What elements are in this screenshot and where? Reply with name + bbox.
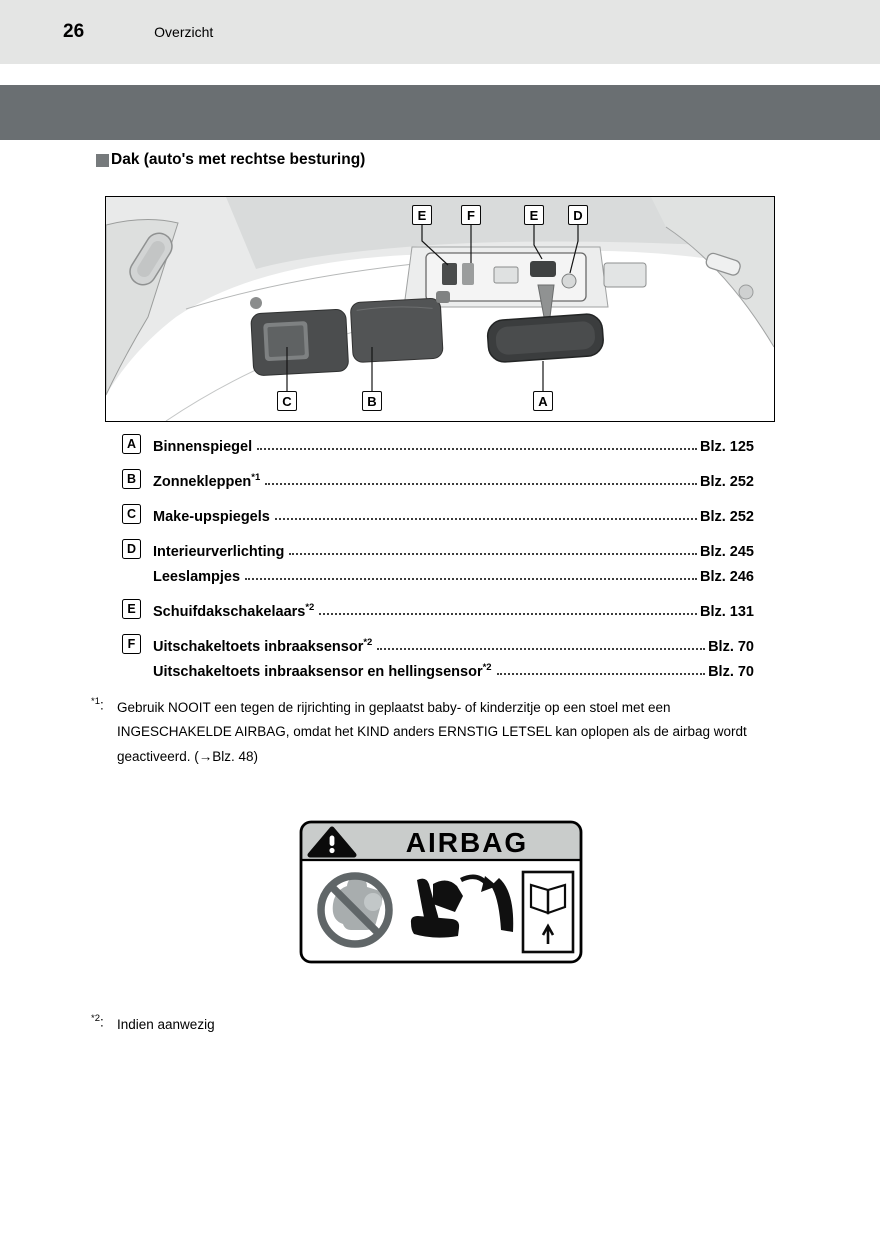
legend-label: Schuifdakschakelaars*2: [153, 602, 315, 620]
ceiling-shade: [226, 197, 746, 269]
page-reference: Blz. 70: [708, 639, 754, 655]
callout-E-right: E: [524, 205, 544, 225]
legend-row-A: A Binnenspiegel Blz. 125: [122, 433, 754, 455]
dotted-leader: [245, 578, 697, 580]
legend-label: Uitschakeltoets inbraaksensor*2: [153, 637, 373, 655]
footnote-1-marker: *1:: [91, 696, 104, 713]
callout-C: C: [277, 391, 297, 411]
legend-letter: F: [122, 634, 141, 654]
callout-B: B: [362, 391, 382, 411]
door-handle: [705, 252, 741, 276]
legend-row-C: C Make-upspiegels Blz. 252: [122, 503, 754, 525]
airbag-title: AIRBAG: [406, 827, 528, 858]
callout-A: A: [533, 391, 553, 411]
page-reference: Blz. 70: [708, 664, 754, 680]
dotted-leader: [496, 673, 706, 675]
legend-row-E: E Schuifdakschakelaars*2 Blz. 131: [122, 598, 754, 620]
footnote-2-marker: *2:: [91, 1013, 104, 1030]
rear-facing-seat-instruction-icon: [410, 874, 514, 938]
dotted-leader: [257, 448, 697, 450]
legend-row-D: D Interieurverlichting Blz. 245 Leeslamp…: [122, 538, 754, 585]
anti-theft-switch: [442, 263, 457, 285]
dotted-leader: [274, 518, 697, 520]
section-title: Dak (auto's met rechtse besturing): [96, 151, 365, 169]
no-rear-facing-child-seat-icon: [317, 872, 393, 948]
legend-row-F: F Uitschakeltoets inbraaksensor*2 Blz. 7…: [122, 633, 754, 680]
callout-D: D: [568, 205, 588, 225]
rearview-mirror: [486, 313, 604, 363]
legend-row-B: B Zonnekleppen*1 Blz. 252: [122, 468, 754, 490]
map-light: [603, 262, 647, 288]
legend-letter: B: [122, 469, 141, 489]
page-reference: Blz. 245: [700, 544, 754, 560]
callout-E-left: E: [412, 205, 432, 225]
dotted-leader: [265, 483, 697, 485]
section-title-text: Dak (auto's met rechtse besturing): [111, 151, 366, 168]
owners-manual-icon: [521, 870, 575, 954]
legend-letter: D: [122, 539, 141, 559]
dotted-leader: [289, 553, 697, 555]
page-reference: Blz. 125: [700, 439, 754, 455]
footnote-2: *2: Indien aanwezig: [91, 1013, 591, 1037]
legend-letter: C: [122, 504, 141, 524]
dotted-leader: [319, 613, 697, 615]
square-bullet-icon: [96, 153, 109, 167]
footnote-2-text: Indien aanwezig: [117, 1017, 215, 1032]
legend-letter: E: [122, 599, 141, 619]
sunroof-switch: [530, 261, 556, 277]
legend-label: Leeslampjes: [153, 569, 241, 585]
legend-label: Make-upspiegels: [153, 509, 270, 525]
roof-diagram: E F E D C B A: [105, 196, 775, 422]
chapter-band: [0, 85, 880, 140]
airbag-warning-label: AIRBAG: [299, 820, 583, 964]
door-frame: [651, 197, 774, 347]
warning-triangle-icon: [307, 826, 357, 858]
dotted-leader: [377, 648, 706, 650]
page-header: 26 Overzicht: [0, 0, 880, 64]
section-name: Overzicht: [154, 24, 214, 40]
roof-illustration: [106, 197, 774, 421]
leader-lines: [286, 225, 579, 391]
legend: A Binnenspiegel Blz. 125 B Zonnekleppen*…: [122, 433, 754, 693]
footnote-1: *1: Gebruik NOOIT een tegen de rijrichti…: [91, 696, 775, 769]
page-number: 26: [63, 21, 85, 42]
airbag-label-graphic: AIRBAG: [299, 820, 583, 964]
legend-label: Zonnekleppen*1: [153, 472, 261, 490]
page-reference: Blz. 131: [700, 604, 754, 620]
interior-light: [561, 273, 577, 289]
sun-visors: [250, 298, 444, 376]
page-reference: Blz. 246: [700, 569, 754, 585]
callout-F: F: [461, 205, 481, 225]
legend-letter: A: [122, 434, 141, 454]
page-reference: Blz. 252: [700, 474, 754, 490]
legend-label: Interieurverlichting: [153, 544, 285, 560]
legend-label: Binnenspiegel: [153, 439, 253, 455]
grab-handle: [129, 232, 173, 286]
page-reference: Blz. 252: [700, 509, 754, 525]
footnote-1-text: Gebruik NOOIT een tegen de rijrichting i…: [117, 700, 747, 764]
legend-label: Uitschakeltoets inbraaksensor en helling…: [153, 662, 492, 680]
